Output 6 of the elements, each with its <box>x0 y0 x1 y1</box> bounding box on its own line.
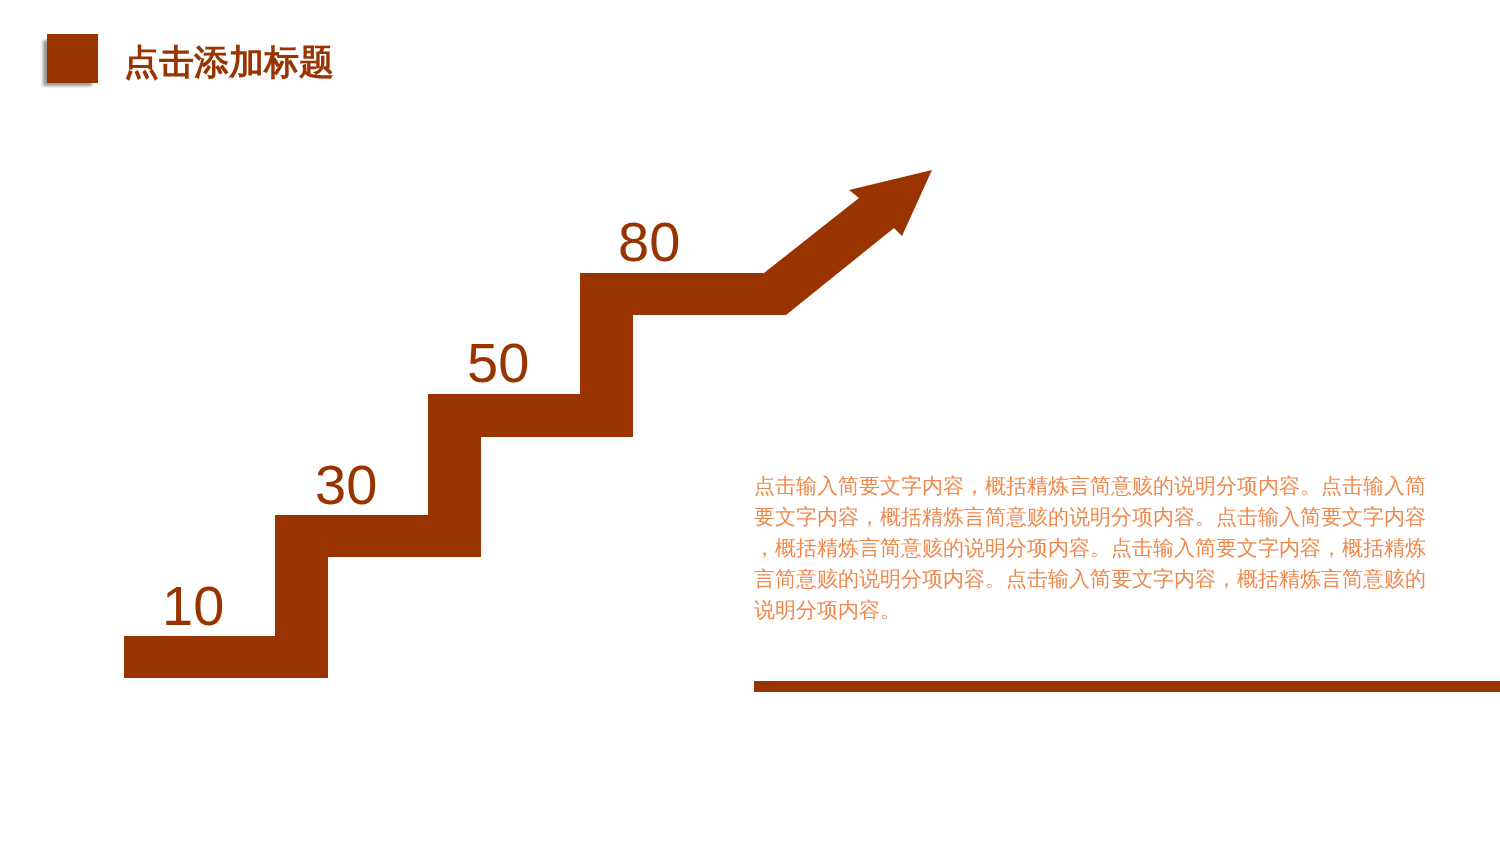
description-text: 点击输入简要文字内容，概括精炼言简意赅的说明分项内容。点击输入简要文字内容，概括精炼言简意赅的说明分项内容。点击输入简要文字内容，概括精炼言简意赅的说明分项内容。点击输入简要文字内容，概括精炼言简意赅的说明分项内容。点击输入简要文字内容，概括精炼言简意赅的说明分项内容。 <box>754 473 1427 623</box>
step-value: 50 <box>467 335 530 391</box>
step-value: 10 <box>162 578 225 634</box>
step-value: 80 <box>618 214 681 270</box>
slide-title: 点击添加标题 <box>124 41 334 83</box>
step-value: 30 <box>315 457 378 513</box>
